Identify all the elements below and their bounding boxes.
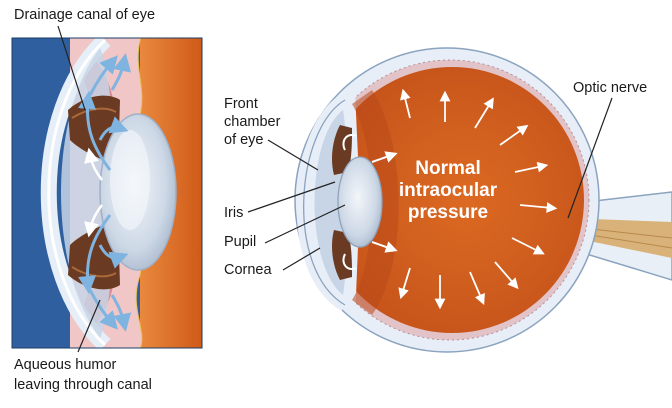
label-front-chamber-line2: chamber — [224, 114, 281, 130]
leader-drainage-canal — [57, 25, 86, 111]
inset-panel — [12, 38, 202, 348]
leader-aqueous-humor — [77, 299, 101, 353]
label-cornea: Cornea — [224, 262, 272, 278]
chamber-arrows — [342, 134, 398, 270]
aqueous-flow-arrows — [78, 53, 132, 332]
center-line1: Normal — [415, 158, 481, 179]
label-optic-nerve: Optic nerve — [573, 80, 648, 96]
label-aqueous-line1: Aqueous humor — [14, 357, 117, 373]
lens — [337, 156, 383, 248]
center-line3: pressure — [407, 202, 489, 223]
inset-white-arrows — [84, 147, 104, 238]
label-pupil: Pupil — [224, 234, 257, 250]
label-drainage-canal: Drainage canal of eye — [14, 7, 156, 23]
pressure-arrows — [398, 88, 558, 310]
center-pressure-text: Normal intraocular pressure — [388, 158, 508, 224]
label-front-chamber-line1: Front — [224, 96, 258, 112]
leader-iris — [247, 181, 336, 213]
label-front-chamber-line3: of eye — [224, 132, 264, 148]
center-line2: intraocular — [398, 180, 498, 201]
leader-front-chamber — [267, 139, 319, 171]
inset-border — [11, 37, 203, 349]
leader-pupil — [264, 204, 346, 244]
leader-optic-nerve — [567, 97, 613, 219]
label-iris: Iris — [224, 205, 244, 221]
label-aqueous-line2: leaving through canal — [14, 377, 152, 393]
leader-cornea — [282, 247, 321, 271]
